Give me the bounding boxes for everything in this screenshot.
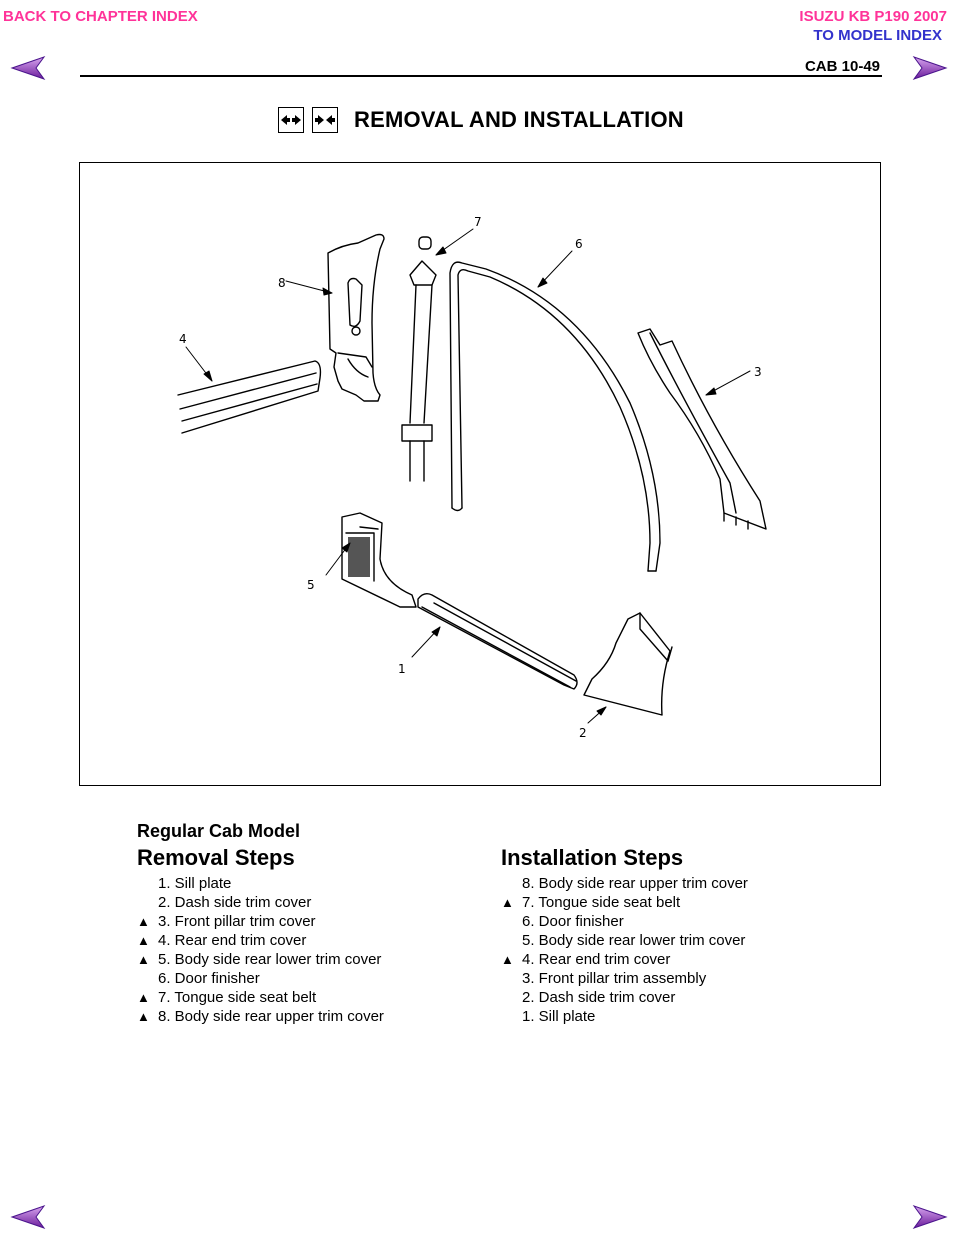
section-title: REMOVAL AND INSTALLATION [278, 104, 684, 136]
list-item: 6. Door finisher [501, 912, 748, 931]
door-finisher-part [449, 261, 661, 572]
callout-8: 8 [278, 276, 286, 290]
sill-plate-part [417, 592, 578, 690]
arrow-right-icon[interactable] [912, 55, 948, 81]
step-text: 2. Dash side trim cover [158, 894, 312, 911]
list-item: 2. Dash side trim cover [137, 893, 384, 912]
list-item: 3. Front pillar trim assembly [501, 969, 748, 988]
removal-steps-list: 1. Sill plate 2. Dash side trim cover ▲ 3… [137, 874, 384, 1026]
step-text: 6. Door finisher [158, 970, 260, 987]
installation-icon [312, 107, 338, 133]
list-item: ▲ 3. Front pillar trim cover [137, 912, 384, 931]
step-text: 5. Body side rear lower trim cover [522, 932, 746, 949]
seat-belt-part [401, 236, 437, 482]
callout-7: 7 [474, 215, 482, 229]
page-number: CAB 10-49 [804, 58, 880, 75]
page-title: REMOVAL AND INSTALLATION [354, 107, 684, 132]
callout-5: 5 [307, 578, 315, 592]
list-item: ▲ 4. Rear end trim cover [501, 950, 748, 969]
dash-side-trim-cover-part [583, 612, 673, 716]
exploded-diagram: 7 6 8 4 3 5 1 2 [79, 162, 881, 786]
step-text: 1. Sill plate [158, 875, 232, 892]
list-item: 1. Sill plate [501, 1007, 748, 1026]
step-text: 2. Dash side trim cover [522, 989, 676, 1006]
installation-steps-heading: Installation Steps [501, 845, 684, 870]
callout-3: 3 [754, 365, 762, 379]
triangle-marker [137, 893, 158, 912]
triangle-marker: ▲ [137, 933, 150, 948]
triangle-marker: ▲ [137, 1009, 150, 1024]
triangle-marker: ▲ [137, 914, 150, 929]
model-label: Regular Cab Model [137, 821, 301, 841]
step-text: 4. Rear end trim cover [158, 932, 307, 949]
triangle-marker [501, 988, 522, 1007]
step-text: 4. Rear end trim cover [522, 951, 671, 968]
callout-2: 2 [579, 726, 587, 740]
list-item: 6. Door finisher [137, 969, 384, 988]
step-text: 7. Tongue side seat belt [158, 989, 317, 1006]
model-title-link[interactable]: ISUZU KB P190 2007 [799, 8, 947, 25]
arrow-left-icon[interactable] [10, 55, 46, 81]
triangle-marker [137, 874, 158, 893]
triangle-marker [501, 931, 522, 950]
list-item: 5. Body side rear lower trim cover [501, 931, 748, 950]
list-item: 1. Sill plate [137, 874, 384, 893]
step-text: 3. Front pillar trim assembly [522, 970, 707, 987]
triangle-marker: ▲ [137, 952, 150, 967]
list-item: ▲ 7. Tongue side seat belt [501, 893, 748, 912]
callout-6: 6 [575, 237, 583, 251]
triangle-marker [501, 1007, 522, 1026]
leader-lines [185, 228, 751, 724]
removal-icon [278, 107, 304, 133]
step-text: 6. Door finisher [522, 913, 624, 930]
step-text: 8. Body side rear upper trim cover [522, 875, 748, 892]
triangle-marker [501, 969, 522, 988]
upper-trim-cover-part [327, 233, 385, 402]
front-pillar-trim-cover-part [637, 328, 767, 530]
triangle-marker [501, 912, 522, 931]
triangle-marker: ▲ [501, 952, 514, 967]
callout-1: 1 [398, 662, 406, 676]
list-item: ▲ 7. Tongue side seat belt [137, 988, 384, 1007]
callout-4: 4 [179, 332, 187, 346]
step-text: 7. Tongue side seat belt [522, 894, 681, 911]
step-text: 8. Body side rear upper trim cover [158, 1008, 384, 1025]
list-item: ▲ 4. Rear end trim cover [137, 931, 384, 950]
step-text: 5. Body side rear lower trim cover [158, 951, 382, 968]
list-item: ▲ 5. Body side rear lower trim cover [137, 950, 384, 969]
triangle-marker [501, 874, 522, 893]
installation-steps-list: 8. Body side rear upper trim cover ▲ 7. T… [501, 874, 748, 1026]
triangle-marker: ▲ [137, 990, 150, 1005]
triangle-marker [137, 969, 158, 988]
rear-end-trim-cover-part [177, 360, 322, 434]
arrow-right-icon[interactable] [912, 1204, 948, 1230]
step-text: 1. Sill plate [522, 1008, 596, 1025]
list-item: ▲ 8. Body side rear upper trim cover [137, 1007, 384, 1026]
back-to-chapter-index-link[interactable]: BACK TO CHAPTER INDEX [3, 8, 198, 25]
list-item: 2. Dash side trim cover [501, 988, 748, 1007]
lower-trim-cover-part [341, 512, 417, 608]
arrow-left-icon[interactable] [10, 1204, 46, 1230]
triangle-marker: ▲ [501, 895, 514, 910]
list-item: 8. Body side rear upper trim cover [501, 874, 748, 893]
header-divider [80, 75, 882, 77]
step-text: 3. Front pillar trim cover [158, 913, 316, 930]
to-model-index-link[interactable]: TO MODEL INDEX [813, 27, 942, 44]
removal-steps-heading: Removal Steps [137, 845, 295, 870]
